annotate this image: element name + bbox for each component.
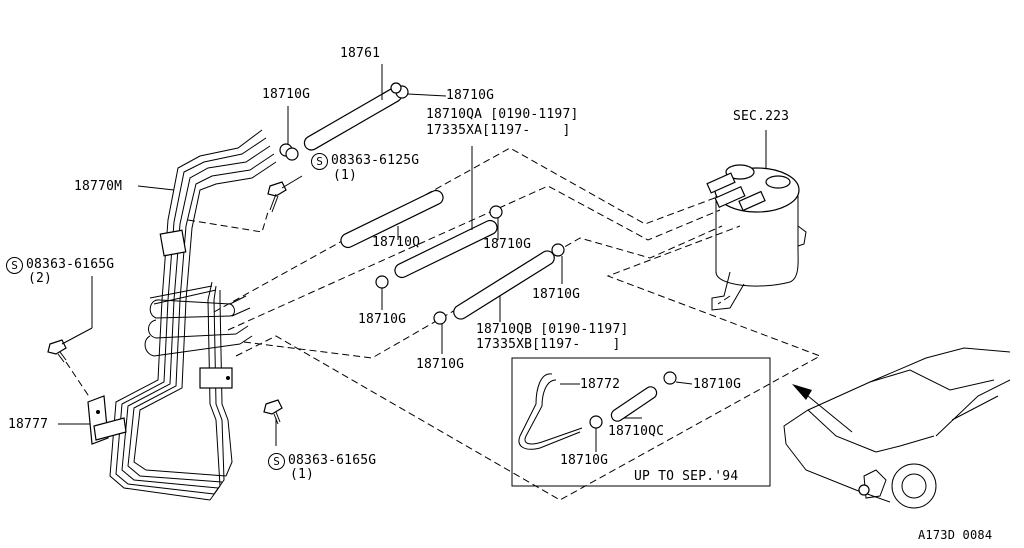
hose-18710qa xyxy=(394,219,498,279)
label-18710q: 18710Q xyxy=(372,235,421,250)
label-18710g-top-right: 18710G xyxy=(446,88,495,103)
label-18710qa: 18710QA [0190-1197] xyxy=(426,107,579,122)
label-18710g-box-bottom: 18710G xyxy=(560,453,609,468)
label-18710g-box: 18710G xyxy=(693,377,742,392)
label-sec223: SEC.223 xyxy=(733,109,790,124)
bracket-18777 xyxy=(87,395,127,445)
label-bolt-left-qty: (2) xyxy=(28,271,53,286)
bolt-bottom xyxy=(263,399,283,425)
fuel-tube-bundle xyxy=(109,129,277,501)
label-18772: 18772 xyxy=(580,377,621,392)
label-17335xa: 17335XA[1197- ] xyxy=(426,123,571,138)
bolt-left xyxy=(47,339,67,363)
label-18710g-lower: 18710G xyxy=(416,357,465,372)
label-18761: 18761 xyxy=(340,46,381,61)
label-bolt-bottom-qty: (1) xyxy=(290,467,315,482)
label-18710g-mid: 18710G xyxy=(483,237,532,252)
hose-18710qb xyxy=(453,250,555,320)
label-17335xb: 17335XB[1197- ] xyxy=(476,337,621,352)
label-18710g-top-left: 18710G xyxy=(262,87,311,102)
label-18770m: 18770M xyxy=(74,179,123,194)
label-up-to-sep: UP TO SEP.'94 xyxy=(634,469,739,484)
figure-code: A173D 0084 xyxy=(918,528,993,542)
inset-box xyxy=(511,357,771,487)
label-18710g-center: 18710G xyxy=(358,312,407,327)
hose-18710q xyxy=(340,189,444,249)
label-18710qb: 18710QB [0190-1197] xyxy=(476,322,629,337)
label-bolt-top-code: 08363-6125G xyxy=(331,153,420,168)
screw-symbol-left: S xyxy=(6,257,23,274)
canister-sec223 xyxy=(706,130,807,311)
car-sketch xyxy=(783,347,1011,509)
screw-symbol-top: S xyxy=(311,153,328,170)
label-18710g-right: 18710G xyxy=(532,287,581,302)
label-18777: 18777 xyxy=(8,417,49,432)
bolt-top xyxy=(267,181,287,213)
hose-clamps xyxy=(279,82,565,325)
label-bolt-top-qty: (1) xyxy=(333,168,358,183)
leader-lines xyxy=(58,64,693,452)
hose-18761 xyxy=(303,87,403,151)
label-bolt-bottom-code: 08363-6165G xyxy=(288,453,377,468)
label-bolt-left-code: 08363-6165G xyxy=(26,257,115,272)
label-18710qc: 18710QC xyxy=(608,424,665,439)
screw-symbol-bottom: S xyxy=(268,453,285,470)
